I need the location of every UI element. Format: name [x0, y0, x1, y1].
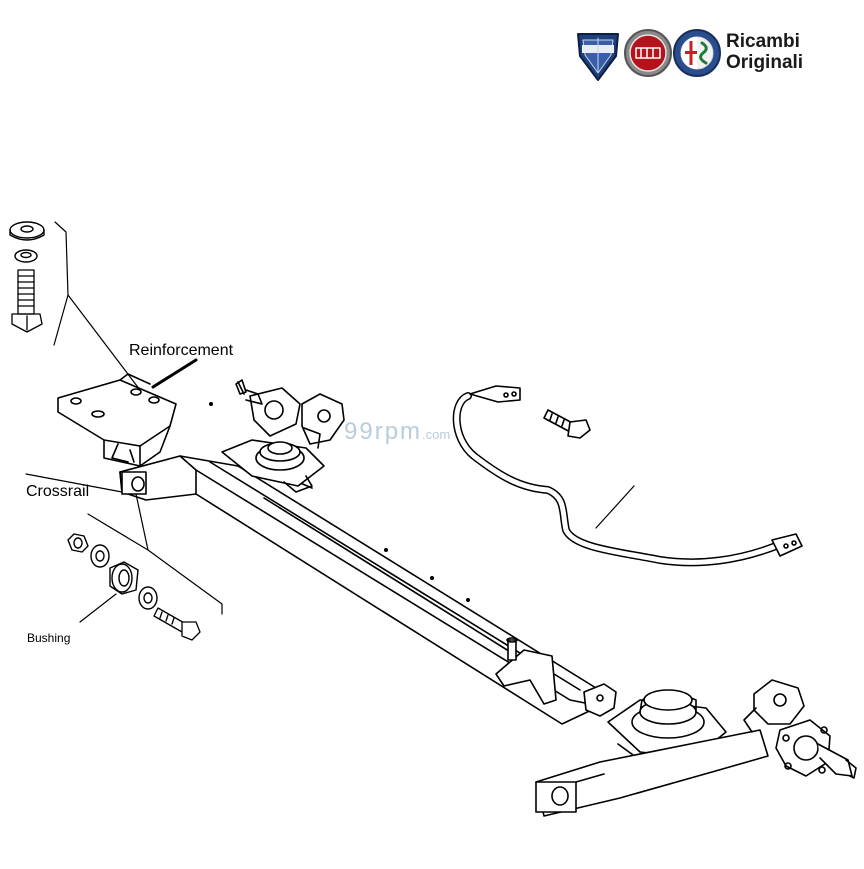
reinforcement-leader	[151, 358, 198, 389]
stabilizer-bar	[452, 385, 803, 567]
label-bushing: Bushing	[27, 631, 71, 645]
bushing-bolt	[153, 607, 201, 641]
right-bracket	[583, 683, 617, 717]
crossrail-leader	[25, 473, 223, 615]
hex-nut	[67, 533, 89, 553]
brand-line-2: Originali	[726, 52, 804, 73]
right-trailing-arm	[535, 729, 769, 817]
alfa-romeo-logo	[673, 29, 721, 77]
bushing-leader	[79, 593, 117, 623]
right-hub-carrier	[775, 719, 857, 779]
watermark: 99rpm.com	[344, 418, 450, 446]
lancia-logo	[577, 33, 619, 81]
stabilizer-leader	[595, 485, 635, 529]
center-bracket	[495, 637, 557, 705]
washer-middle	[14, 249, 38, 263]
brand-wordmark: Ricambi Originali	[726, 31, 803, 73]
hex-bolt-vertical	[11, 269, 43, 333]
washer-top	[9, 221, 45, 241]
left-hub-carrier	[235, 379, 301, 437]
left-shock-eye	[301, 393, 345, 449]
reinforcement-bracket	[57, 373, 177, 467]
bushing-washer-1	[90, 544, 110, 568]
brand-line-1: Ricambi	[726, 31, 800, 52]
axle-beam	[119, 455, 601, 725]
label-crossrail: Crossrail	[26, 483, 90, 500]
bolt-leader-bracket	[53, 221, 141, 391]
watermark-suffix: .com	[422, 427, 451, 442]
bushing-sleeve	[109, 561, 139, 595]
dot-marker	[209, 402, 213, 406]
right-shock-eye	[743, 679, 805, 733]
bushing-washer-2	[138, 586, 158, 610]
left-spring-seat	[221, 439, 325, 493]
fiat-logo	[624, 29, 672, 77]
label-reinforcement: Reinforcement	[129, 342, 234, 359]
small-bolt	[543, 409, 591, 439]
watermark-main: 99rpm	[344, 418, 423, 445]
